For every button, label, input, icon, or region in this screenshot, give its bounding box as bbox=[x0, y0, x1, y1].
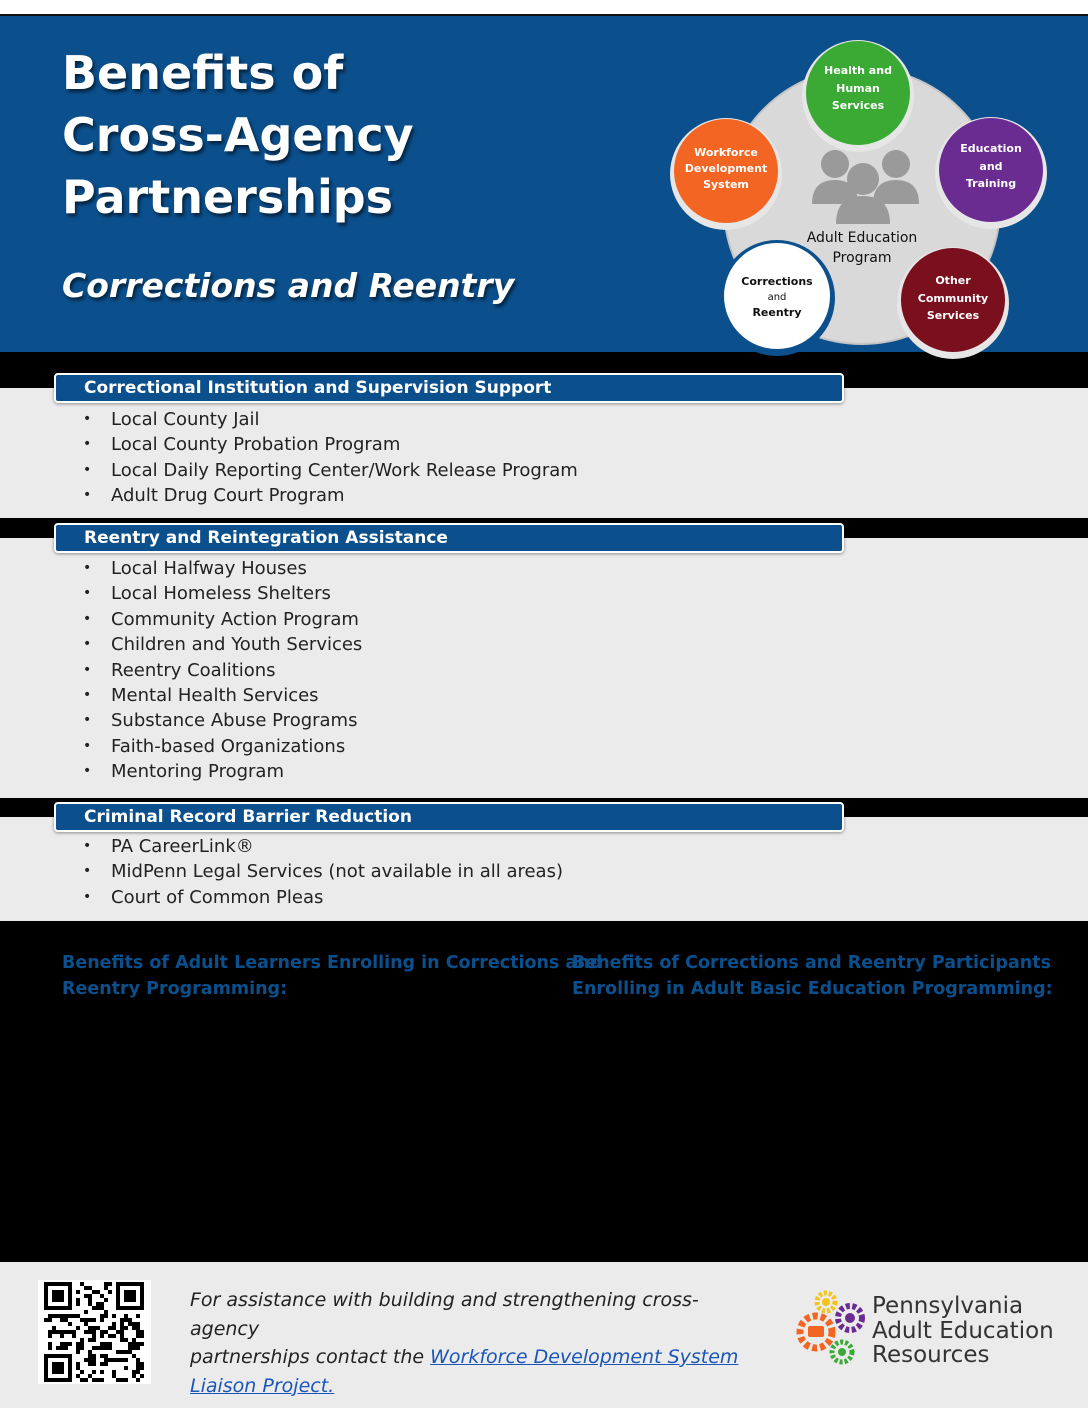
node-education-line-3: Training bbox=[966, 177, 1016, 190]
list-item: Faith-based Organizations bbox=[80, 734, 362, 760]
page-title: Benefits of Cross-Agency Partnerships bbox=[62, 42, 622, 228]
resource-list: PA CareerLink® MidPenn Legal Services (n… bbox=[80, 834, 563, 911]
list-item: MidPenn Legal Services (not available in… bbox=[80, 859, 563, 885]
benefits-right-line-2: Enrolling in Adult Basic Education Progr… bbox=[572, 979, 1053, 999]
resource-list: Local County Jail Local County Probation… bbox=[80, 407, 578, 509]
partnership-diagram: Adult Education Program Health and Human… bbox=[670, 40, 1047, 359]
node-education-line-2: and bbox=[979, 160, 1002, 173]
node-workforce-line-1: Workforce bbox=[694, 146, 758, 159]
node-corrections-line-1: Corrections bbox=[741, 275, 813, 288]
page-footer: For assistance with building and strengt… bbox=[0, 1262, 1088, 1408]
list-item: Community Action Program bbox=[80, 607, 362, 633]
node-corrections-line-3: Reentry bbox=[752, 306, 801, 319]
pa-adult-education-resources-logo: Pennsylvania Adult Education Resources bbox=[792, 1286, 1062, 1372]
list-item: Adult Drug Court Program bbox=[80, 483, 578, 509]
benefits-adult-learners-heading: Benefits of Adult Learners Enrolling in … bbox=[62, 950, 602, 1002]
list-item: Local Daily Reporting Center/Work Releas… bbox=[80, 458, 578, 484]
logo-line-3: Resources bbox=[872, 1342, 990, 1368]
list-item: Children and Youth Services bbox=[80, 632, 362, 658]
list-item: Mentoring Program bbox=[80, 759, 362, 785]
section-header: Criminal Record Barrier Reduction bbox=[54, 802, 844, 832]
node-workforce-line-2: Development bbox=[685, 162, 767, 175]
section-record-barrier-reduction: Criminal Record Barrier Reduction PA Car… bbox=[0, 799, 1088, 923]
node-health-line-2: Human bbox=[836, 82, 880, 95]
list-item: PA CareerLink® bbox=[80, 834, 563, 860]
list-item: Local County Probation Program bbox=[80, 432, 578, 458]
list-item: Local Homeless Shelters bbox=[80, 581, 362, 607]
logo-text: Pennsylvania Adult Education Resources bbox=[872, 1294, 1054, 1368]
top-strip bbox=[0, 0, 1088, 14]
section-header: Reentry and Reintegration Assistance bbox=[54, 523, 844, 553]
diagram-center-label-1: Adult Education bbox=[807, 230, 918, 246]
liaison-project-link[interactable]: Liaison Project. bbox=[190, 1374, 335, 1397]
node-health-line-1: Health and bbox=[824, 64, 892, 77]
list-item: Court of Common Pleas bbox=[80, 885, 563, 911]
resource-list: Local Halfway Houses Local Homeless Shel… bbox=[80, 556, 362, 785]
contact-line-3: Liaison Project. bbox=[190, 1372, 750, 1401]
node-workforce-line-3: System bbox=[703, 178, 749, 191]
contact-line-1: For assistance with building and strengt… bbox=[190, 1289, 699, 1340]
people-group-icon bbox=[812, 150, 919, 224]
title-line-1: Benefits of bbox=[62, 46, 344, 100]
benefits-right-line-1: Benefits of Corrections and Reentry Part… bbox=[572, 953, 1051, 973]
list-item: Local County Jail bbox=[80, 407, 578, 433]
title-line-2: Cross-Agency bbox=[62, 108, 414, 162]
section-header: Correctional Institution and Supervision… bbox=[54, 373, 844, 403]
contact-line-2: partnerships contact the Workforce Devel… bbox=[190, 1343, 750, 1372]
node-health-line-3: Services bbox=[832, 99, 885, 112]
list-item: Local Halfway Houses bbox=[80, 556, 362, 582]
logo-line-1: Pennsylvania bbox=[872, 1293, 1024, 1319]
node-corrections-line-2: and bbox=[768, 292, 787, 303]
list-item: Substance Abuse Programs bbox=[80, 708, 362, 734]
node-education-line-1: Education bbox=[960, 142, 1022, 155]
page-subtitle: Corrections and Reentry bbox=[62, 266, 515, 305]
contact-line-2-text: partnerships contact the bbox=[190, 1346, 431, 1368]
list-item: Reentry Coalitions bbox=[80, 658, 362, 684]
logo-line-2: Adult Education bbox=[872, 1317, 1054, 1344]
contact-text: For assistance with building and strengt… bbox=[190, 1286, 750, 1400]
qr-code-icon[interactable] bbox=[38, 1280, 151, 1384]
node-other-line-2: Community bbox=[918, 292, 988, 305]
gears-logo-icon bbox=[796, 1290, 865, 1365]
node-other-line-1: Other bbox=[935, 274, 971, 287]
diagram-center-label-2: Program bbox=[832, 250, 891, 266]
workforce-liaison-link[interactable]: Workforce Development System bbox=[430, 1346, 739, 1368]
benefits-left-line-1: Benefits of Adult Learners Enrolling in … bbox=[62, 953, 603, 973]
page-header: Benefits of Cross-Agency Partnerships Co… bbox=[0, 14, 1088, 359]
list-item: Mental Health Services bbox=[80, 683, 362, 709]
section-correctional-support: Correctional Institution and Supervision… bbox=[0, 370, 1088, 520]
node-other-line-3: Services bbox=[927, 309, 980, 322]
title-line-3: Partnerships bbox=[62, 170, 394, 224]
section-reentry-assistance: Reentry and Reintegration Assistance Loc… bbox=[0, 520, 1088, 800]
benefits-left-line-2: Reentry Programming: bbox=[62, 979, 288, 999]
qr-code-graphic bbox=[44, 1282, 144, 1382]
gear-icon bbox=[796, 1290, 865, 1365]
benefits-corrections-participants-heading: Benefits of Corrections and Reentry Part… bbox=[572, 950, 1053, 1002]
